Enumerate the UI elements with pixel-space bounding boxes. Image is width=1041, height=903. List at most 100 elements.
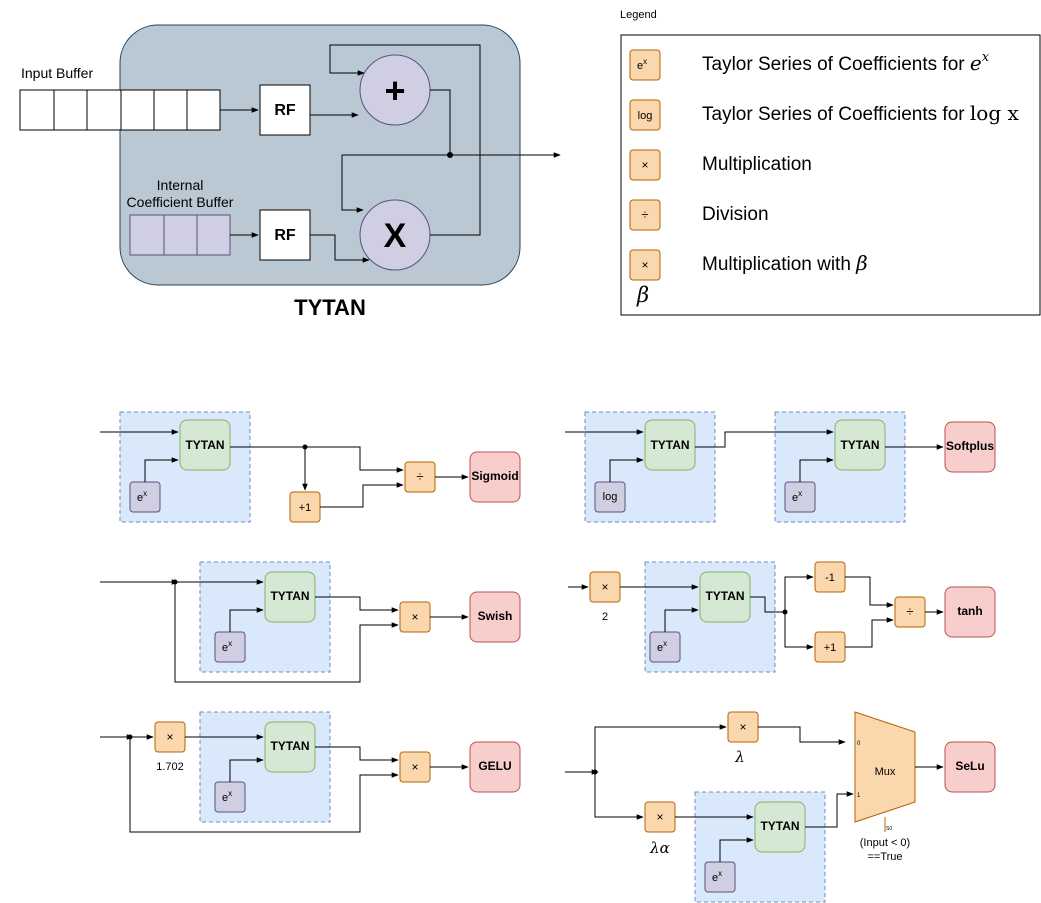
svg-text:log: log	[638, 110, 653, 122]
sigmoid-output: Sigmoid	[469, 451, 521, 503]
lambda-op: ×	[727, 711, 759, 743]
multiply-op: ×	[399, 601, 431, 633]
svg-text:TYTAN: TYTAN	[840, 438, 879, 452]
svg-text:ex: ex	[712, 869, 722, 884]
svg-text:×: ×	[641, 258, 648, 272]
svg-text:Taylor Series of Coefficients: Taylor Series of Coefficients for ex	[702, 50, 990, 75]
tytan-unit: TYTAN	[754, 801, 806, 853]
svg-text:ex: ex	[637, 57, 647, 72]
svg-text:X: X	[384, 217, 407, 255]
internal-coefficient-buffer	[129, 214, 231, 256]
svg-text:ex: ex	[222, 639, 232, 654]
svg-text:ex: ex	[222, 789, 232, 804]
softplus-circuit: TYTAN log TYTAN ex Softplus	[565, 411, 996, 523]
svg-text:ex: ex	[657, 639, 667, 654]
svg-text:×: ×	[601, 580, 608, 594]
svg-text:×: ×	[739, 720, 746, 734]
svg-text:ex: ex	[792, 489, 802, 504]
lambda-alpha-label: λα	[649, 839, 670, 857]
tytan-unit: TYTAN	[264, 721, 316, 773]
tytan-unit: TYTAN	[179, 419, 231, 471]
swish-output: Swish	[469, 591, 521, 643]
svg-text:RF: RF	[274, 227, 296, 244]
exp-coeff: ex	[214, 781, 246, 813]
adder: +	[359, 54, 431, 126]
multiplier: X	[359, 199, 431, 271]
svg-text:TYTAN: TYTAN	[270, 739, 309, 753]
tytan-unit-log: TYTAN	[644, 419, 696, 471]
exp-coeff: ex	[704, 861, 736, 893]
input-buffer-label: Input Buffer	[21, 65, 93, 81]
legend-item-log: log Taylor Series of Coefficients for lo…	[629, 99, 1019, 131]
tanh-circuit: × 2 TYTAN ex -1 +1 ÷ tanh	[568, 561, 996, 673]
legend-beta-label: β	[636, 283, 649, 307]
svg-text:SeLu: SeLu	[955, 759, 984, 773]
svg-text:S0: S0	[886, 826, 892, 832]
tytan-title: TYTAN	[294, 295, 366, 320]
mux: Mux 0 1 S0	[854, 711, 916, 832]
selu-circuit: × λ × λα TYTAN ex Mux 0 1 S0 (Input < 0)…	[565, 711, 996, 903]
svg-text:÷: ÷	[906, 604, 913, 619]
svg-text:Mux: Mux	[875, 766, 896, 778]
lambda-label: λ	[734, 748, 745, 766]
svg-text:TYTAN: TYTAN	[185, 438, 224, 452]
legend-title: Legend	[620, 9, 657, 21]
svg-text:÷: ÷	[416, 469, 423, 484]
multiply-op: ×	[399, 751, 431, 783]
softplus-output: Softplus	[944, 421, 996, 473]
svg-text:÷: ÷	[641, 207, 648, 222]
svg-text:TYTAN: TYTAN	[650, 438, 689, 452]
tytan-unit-exp: TYTAN	[834, 419, 886, 471]
svg-text:Softplus: Softplus	[946, 439, 994, 453]
divide-op: ÷	[894, 596, 926, 628]
tytan-unit: TYTAN	[264, 571, 316, 623]
svg-text:Taylor Series of Coefficients: Taylor Series of Coefficients for log x	[702, 101, 1019, 125]
gelu-circuit: × 1.702 TYTAN ex × GELU	[100, 711, 521, 833]
svg-text:TYTAN: TYTAN	[705, 589, 744, 603]
log-coeff: log	[594, 481, 626, 513]
svg-text:Multiplication with β: Multiplication with β	[702, 251, 868, 275]
svg-text:Swish: Swish	[478, 609, 513, 623]
scale-label: 2	[602, 611, 608, 623]
svg-text:Division: Division	[702, 204, 769, 225]
scale-2-op: ×	[589, 571, 621, 603]
mux-condition-1: (Input < 0)	[860, 837, 910, 849]
legend-item-beta-multiplication: × Multiplication with β β	[629, 249, 868, 307]
plus-one-op: +1	[289, 491, 321, 523]
svg-text:+: +	[384, 70, 405, 111]
svg-text:TYTAN: TYTAN	[760, 819, 799, 833]
svg-text:Multiplication: Multiplication	[702, 154, 812, 175]
sigmoid-circuit: TYTAN ex +1 ÷ Sigmoid	[100, 411, 521, 523]
tytan-unit: TYTAN	[699, 571, 751, 623]
svg-text:1: 1	[857, 793, 861, 799]
svg-text:TYTAN: TYTAN	[270, 589, 309, 603]
swish-circuit: TYTAN ex × Swish	[100, 561, 521, 683]
svg-text:×: ×	[166, 730, 173, 744]
lambda-alpha-op: ×	[644, 801, 676, 833]
scale-label: 1.702	[156, 761, 184, 773]
exp-coeff: ex	[784, 481, 816, 513]
selu-output: SeLu	[944, 741, 996, 793]
svg-text:×: ×	[411, 610, 418, 624]
internal-buffer-label-2: Coefficient Buffer	[127, 194, 234, 210]
tanh-output: tanh	[944, 586, 996, 638]
gelu-output: GELU	[469, 741, 521, 793]
tytan-architecture: Input Buffer Internal Coefficient Buffer…	[19, 24, 561, 320]
mux-condition-2: ==True	[867, 851, 902, 863]
svg-text:ex: ex	[137, 489, 147, 504]
svg-text:×: ×	[411, 760, 418, 774]
legend-item-exp: ex Taylor Series of Coefficients for ex	[629, 49, 990, 81]
scale-1702-op: ×	[154, 721, 186, 753]
svg-text:GELU: GELU	[478, 759, 511, 773]
plus-one-op: +1	[814, 631, 846, 663]
minus-one-op: -1	[814, 561, 846, 593]
svg-text:log: log	[603, 491, 618, 503]
svg-text:-1: -1	[825, 572, 835, 584]
svg-text:×: ×	[641, 158, 648, 172]
input-buffer	[19, 89, 221, 131]
svg-text:+1: +1	[824, 642, 837, 654]
svg-text:×: ×	[656, 810, 663, 824]
rf-register-bottom: RF	[259, 209, 311, 261]
exp-coeff: ex	[129, 481, 161, 513]
